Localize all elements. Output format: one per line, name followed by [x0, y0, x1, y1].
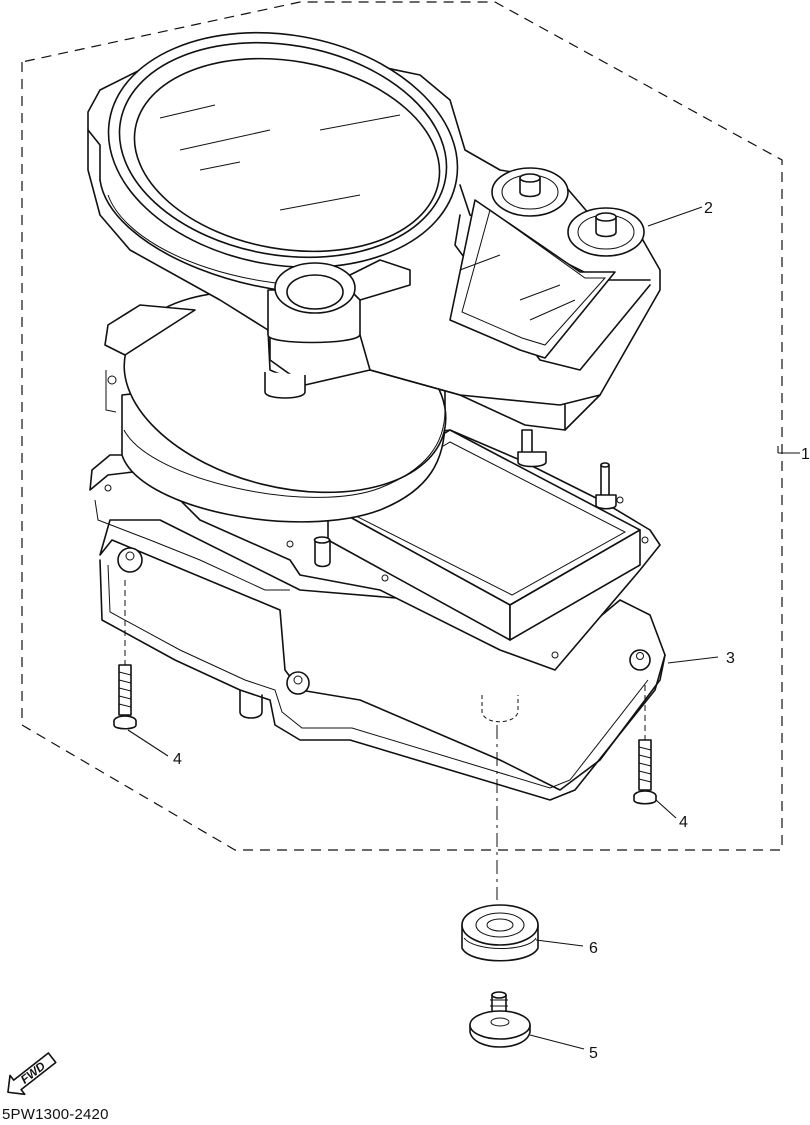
speedometer-glass	[107, 31, 459, 269]
callout-4-right: 4	[679, 814, 688, 831]
bolt-part-5	[469, 991, 531, 1048]
callout-labels: 2 1 3 4 4 6 5	[173, 200, 810, 1062]
callout-2: 2	[704, 200, 713, 217]
plate-tab-left	[104, 304, 196, 356]
callout-3: 3	[726, 650, 735, 667]
trip-knob-boss	[264, 259, 411, 399]
screw-right-part-4	[633, 685, 657, 805]
indicator-grommets	[491, 167, 645, 257]
leader-lines	[127, 206, 800, 1050]
callout-4-left: 4	[173, 751, 182, 768]
drawing-code: 5PW1300-2420	[2, 1106, 109, 1123]
forward-direction-arrow: FWD	[7, 1052, 57, 1096]
assembly-boundary	[21, 1, 783, 851]
callout-6: 6	[589, 940, 598, 957]
lower-case-part-3	[99, 519, 666, 801]
grommet-part-6	[461, 904, 539, 962]
callout-1: 1	[801, 446, 810, 463]
callout-5: 5	[589, 1045, 598, 1062]
screw-left-part-4	[113, 580, 137, 730]
meter-posts	[313, 429, 617, 568]
